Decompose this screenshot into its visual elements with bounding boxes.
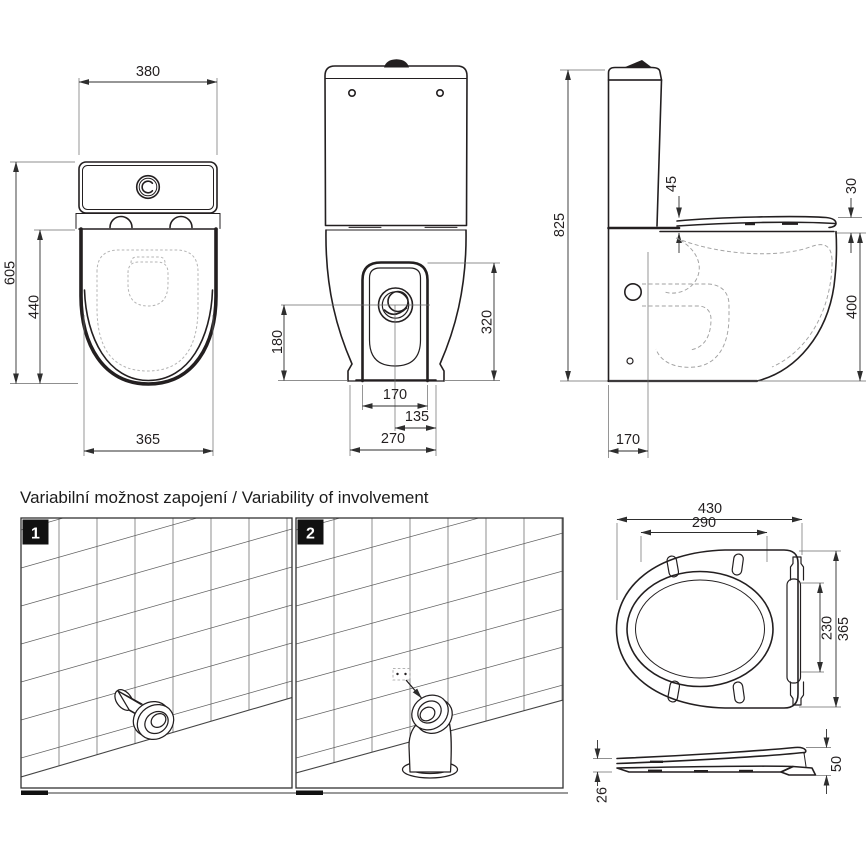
- dim-seat-outer-width: 430: [698, 501, 722, 517]
- wall-outlet-spigot: [114, 689, 175, 741]
- trapway-dashed: [642, 237, 833, 368]
- side-view: 825 45 30: [552, 60, 866, 458]
- connection-point-marker: [392, 668, 422, 699]
- cistern-rear: [324, 65, 468, 227]
- floor-1: [21, 697, 292, 788]
- installation-panel-1: 1: [20, 517, 296, 795]
- dim-seat-total-height: 50: [829, 756, 845, 772]
- installation-panel-2: 2: [295, 517, 568, 795]
- flush-knob-side: [624, 60, 652, 68]
- lid-profile: [616, 746, 807, 760]
- dim-seat-front: 45: [664, 176, 680, 192]
- section-title: Variabilní možnost zapojení / Variabilit…: [20, 488, 429, 507]
- dim-total-depth: 605: [3, 261, 19, 285]
- fixing-hole: [623, 282, 642, 301]
- body-left-rear: [325, 229, 353, 382]
- flush-button: [135, 174, 161, 200]
- seat-plan-view: 430 290 230 365: [615, 501, 852, 709]
- seat-profile-view: 50 26: [593, 729, 845, 803]
- dim-outlet-width: 170: [383, 387, 407, 403]
- tiled-wall-1: [21, 518, 292, 788]
- panel-1-badge: [22, 519, 49, 545]
- dim-bowl-height: 400: [845, 295, 861, 319]
- dim-bowl-width: 365: [136, 432, 160, 448]
- outlet-boss: [361, 261, 429, 383]
- hinge-right: [169, 215, 193, 229]
- dim-bowl-depth: 440: [27, 295, 43, 319]
- hinge-left: [109, 215, 133, 229]
- seat-outline: [615, 549, 799, 709]
- bowl-back-curve: [756, 230, 838, 382]
- panel-2-number: 2: [306, 526, 315, 543]
- dim-hinge-span: 230: [820, 616, 836, 640]
- top-view: 380 605 440 365: [3, 64, 221, 456]
- dim-seat-inner-width: 290: [692, 515, 716, 531]
- dim-total-height: 825: [552, 213, 568, 237]
- dim-drain-offset: 135: [405, 409, 429, 425]
- cistern-top: [78, 161, 218, 214]
- dim-base-width: 270: [381, 431, 405, 447]
- dim-drain-height: 180: [270, 330, 286, 354]
- dim-seat-edge: 30: [844, 178, 860, 194]
- floor-elbow-connector: [401, 694, 459, 779]
- seat-lid-side: [659, 215, 837, 233]
- dim-rim-height-rear: 320: [480, 310, 496, 334]
- panel-2-badge: [297, 519, 324, 545]
- dim-outlet-setback: 170: [616, 432, 640, 448]
- hinge-profile: [780, 765, 817, 776]
- cistern-lid-side: [607, 66, 663, 81]
- bowl-outline: [79, 227, 218, 386]
- rear-view: 180 320 170 135 270: [270, 59, 500, 456]
- seat-opening-dashed: [96, 249, 199, 372]
- tiled-wall-2: [296, 518, 563, 788]
- dim-tank-width: 380: [136, 64, 160, 80]
- panel-1-number: 1: [31, 526, 40, 543]
- seat-bumpers: [666, 553, 745, 704]
- body-right-rear: [439, 229, 467, 382]
- dim-seat-height: 26: [595, 787, 611, 803]
- dim-seat-outer-length: 365: [836, 617, 852, 641]
- seat-hinge-rod: [786, 556, 805, 706]
